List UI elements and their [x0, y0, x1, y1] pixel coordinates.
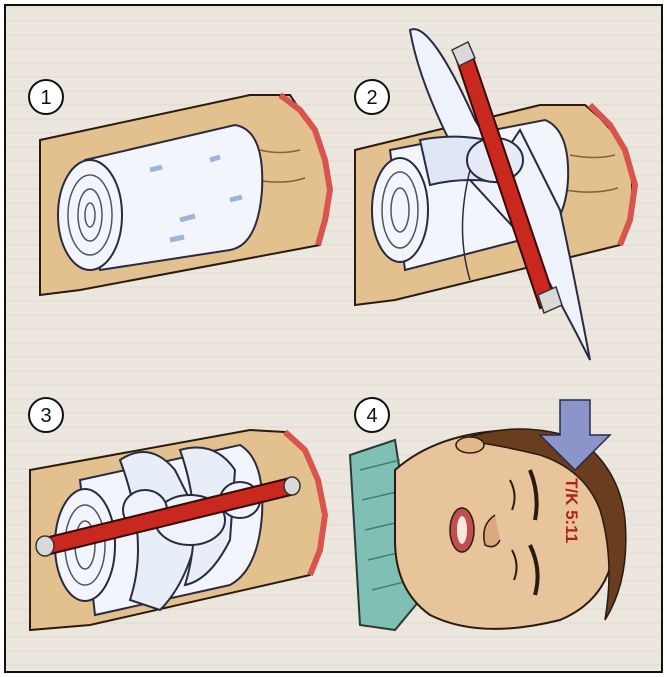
step-number-4: 4 [366, 405, 377, 427]
step-number-3: 3 [40, 405, 51, 427]
step-number-1: 1 [40, 87, 51, 109]
forehead-marking: T/K 5:11 [562, 478, 581, 543]
step-number-2: 2 [366, 87, 377, 109]
